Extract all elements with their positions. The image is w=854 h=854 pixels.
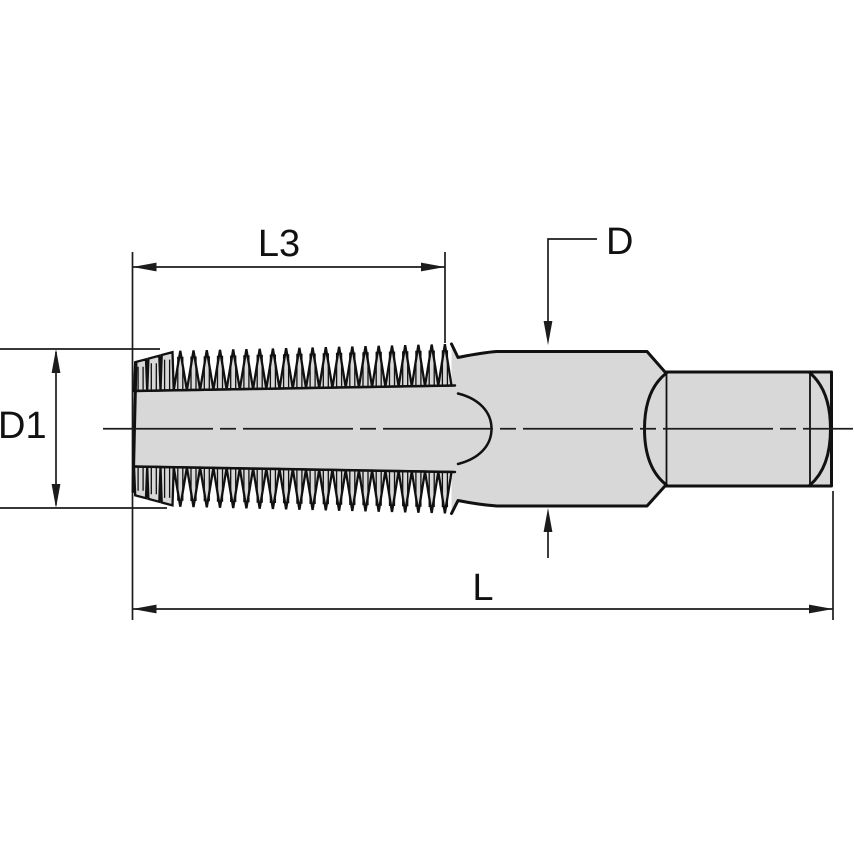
thread-root-line — [132, 384, 457, 393]
arrowheads — [51, 262, 833, 614]
thread-root-line — [132, 465, 457, 474]
dimension-lines — [0, 238, 834, 620]
thread-teeth-top — [132, 344, 457, 393]
l-arrow-left — [132, 604, 157, 614]
thread-profile — [132, 465, 453, 514]
dimension-label-d: D — [606, 221, 633, 263]
thread-profile — [132, 344, 453, 393]
d1-arrow-down — [51, 484, 61, 508]
thread-flank-lines — [137, 350, 449, 390]
dimension-label-d1: D1 — [0, 405, 47, 447]
dimension-labels: L3 D D1 L — [0, 221, 633, 609]
d-arrow-down — [543, 321, 553, 345]
dimension-label-l: L — [472, 567, 493, 609]
thread-teeth-bottom — [132, 465, 457, 514]
dimension-label-l3: L3 — [258, 223, 300, 265]
d1-arrow-up — [51, 349, 61, 373]
d-arrow-up — [543, 508, 553, 532]
l3-arrow-right — [421, 262, 445, 272]
tip-face-line — [131, 361, 138, 493]
l3-arrow-left — [132, 262, 157, 272]
l-arrow-right — [809, 604, 833, 614]
thread-flank-lines — [137, 467, 449, 508]
d-leader-line — [547, 238, 597, 328]
